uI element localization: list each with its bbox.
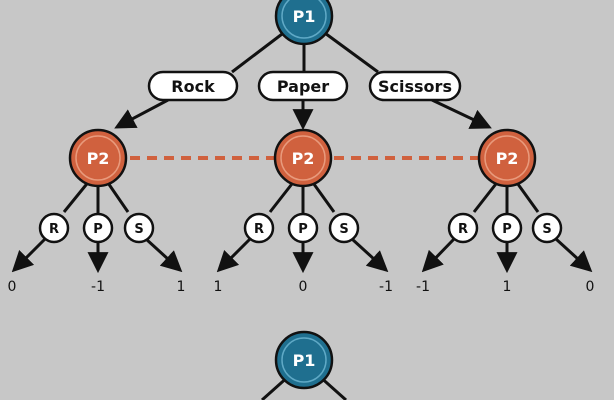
p2-action-r: R <box>38 212 70 244</box>
p2-node: P2 <box>273 128 333 188</box>
edge-p2-r-middle <box>268 179 297 213</box>
p1-root-label: P1 <box>293 7 316 26</box>
p1-second-root-label: P1 <box>293 351 316 370</box>
edge-s-payoff <box>144 237 183 273</box>
p2-action-r-label: R <box>254 222 264 237</box>
action-scissors: Scissors <box>368 70 462 102</box>
p2-subtree-rock: P2 R P S 0 -1 1 <box>8 128 186 295</box>
second-tree: P1 <box>261 330 347 400</box>
p2-action-s: S <box>531 212 563 244</box>
edge-p2-s-right <box>513 179 540 213</box>
action-scissors-label: Scissors <box>378 77 452 96</box>
edge-r-payoff <box>421 237 456 273</box>
p2-action-p-label: P <box>93 222 103 237</box>
edge-s-payoff <box>350 237 389 273</box>
edge-p2-r-left <box>62 179 92 213</box>
edge-p2-s-middle <box>309 179 336 213</box>
p2-node-label: P2 <box>87 149 110 168</box>
payoff-value: 0 <box>8 279 17 295</box>
p2-action-r: R <box>447 212 479 244</box>
p2-action-s: S <box>328 212 360 244</box>
p2-action-p: P <box>491 212 523 244</box>
p1-second-root-node: P1 <box>274 330 334 390</box>
p2-action-s-label: S <box>134 222 143 237</box>
payoff-value: 0 <box>586 279 595 295</box>
edge-s-payoff <box>554 237 593 273</box>
p2-action-s: S <box>123 212 155 244</box>
p2-action-s-label: S <box>339 222 348 237</box>
p2-action-p-label: P <box>298 222 308 237</box>
p2-node: P2 <box>477 128 537 188</box>
edge-p2-s-left <box>104 179 130 213</box>
p1-root-node: P1 <box>274 0 334 46</box>
edge-r-payoff <box>11 237 47 273</box>
payoff-value: 1 <box>177 279 186 295</box>
p2-action-r-label: R <box>49 222 59 237</box>
action-paper-label: Paper <box>277 77 329 96</box>
edge-root-scissors <box>317 26 379 74</box>
payoff-value: 1 <box>503 279 512 295</box>
p2-node-label: P2 <box>292 149 315 168</box>
action-rock-label: Rock <box>171 77 215 96</box>
payoff-value: 0 <box>299 279 308 295</box>
p2-action-r: R <box>243 212 275 244</box>
edge-rock-p2 <box>114 98 169 129</box>
p2-subtree-paper: P2 R P S 1 0 -1 <box>214 128 393 295</box>
payoff-value: 1 <box>214 279 223 295</box>
p2-action-r-label: R <box>458 222 468 237</box>
p2-action-p: P <box>82 212 114 244</box>
payoff-value: -1 <box>91 279 105 295</box>
p2-subtree-scissors: P2 R P S -1 1 0 <box>416 128 595 295</box>
action-paper: Paper <box>257 70 349 102</box>
edge-root-rock <box>231 26 291 74</box>
edge-r-payoff <box>216 237 252 273</box>
edge-scissors-p2 <box>431 98 492 129</box>
p2-node: P2 <box>68 128 128 188</box>
p2-node-label: P2 <box>496 149 519 168</box>
p2-action-p-label: P <box>502 222 512 237</box>
p2-action-p: P <box>287 212 319 244</box>
edge-p2-r-right <box>472 179 501 213</box>
payoff-value: -1 <box>416 279 430 295</box>
payoff-value: -1 <box>379 279 393 295</box>
action-rock: Rock <box>147 70 239 102</box>
p2-action-s-label: S <box>542 222 551 237</box>
